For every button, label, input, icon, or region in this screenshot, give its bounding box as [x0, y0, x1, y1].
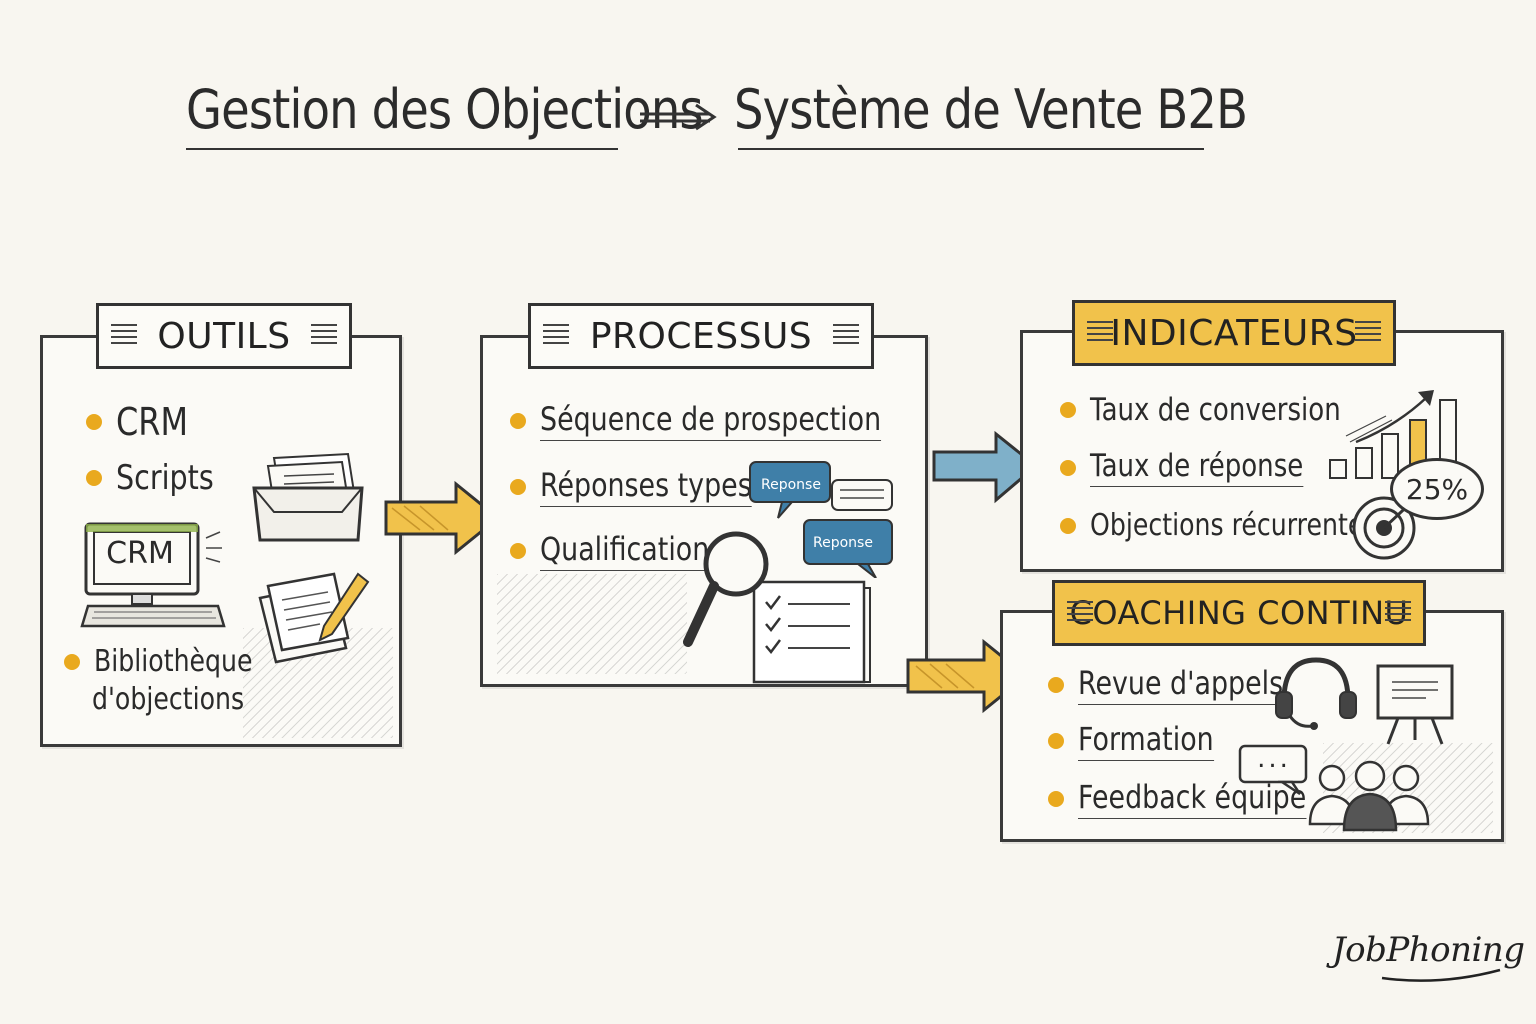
title-arrow-icon [640, 103, 717, 131]
list-item-revue-appels: Revue d'appels [1048, 664, 1322, 705]
bullet-dot [86, 414, 102, 430]
bullet-dot [510, 412, 526, 429]
list-item-objections: d'objections [92, 682, 245, 717]
list-item-taux-conversion: Taux de conversion [1060, 392, 1388, 428]
brand-swoosh-icon [1381, 968, 1501, 982]
list-item-objections-recurrentes: Objections récurrentes [1060, 508, 1431, 543]
bullet-dot [1048, 790, 1064, 807]
bubble-2-text: Reponse [813, 535, 873, 551]
target-icon [1352, 496, 1418, 560]
title-left: Gestion des Objections [186, 78, 704, 141]
list-item-formation: Formation [1048, 720, 1240, 761]
list-item-feedback: Feedback équipe [1048, 778, 1350, 819]
checklist-magnifier-icon [683, 531, 871, 684]
presentation-board-icon [1376, 664, 1454, 745]
folder-box-icon [252, 452, 364, 542]
bullet-dot [64, 653, 80, 670]
banner-lines-icon [1067, 601, 1093, 621]
title-right: Système de Vente B2B [734, 78, 1248, 141]
bullet-dot [510, 542, 526, 559]
banner-lines-icon [111, 324, 137, 344]
document-pencil-icon [258, 572, 370, 664]
hatch-shading [497, 574, 687, 674]
banner-coaching: COACHING CONTINU [1052, 580, 1426, 646]
bullet-dot [510, 478, 526, 495]
computer-icon [80, 522, 226, 628]
bullet-dot [1060, 459, 1076, 476]
bubble-1-text: Reponse [761, 477, 821, 493]
title-right-underline [738, 148, 1204, 150]
percent-badge-label: 25% [1405, 472, 1469, 506]
banner-lines-icon [311, 324, 337, 344]
banner-lines-icon [1355, 321, 1381, 341]
banner-lines-icon [1385, 601, 1411, 621]
list-item-bibliotheque: Bibliothèque [64, 644, 283, 679]
speech-bubbles-icon: Reponse Reponse [749, 461, 893, 578]
banner-processus: PROCESSUS [528, 303, 874, 369]
percent-badge: 25% [1390, 458, 1484, 520]
team-icon [1308, 760, 1430, 832]
heading-coaching: COACHING CONTINU [1069, 594, 1409, 632]
list-item-crm: CRM [86, 400, 202, 444]
banner-lines-icon [833, 324, 859, 344]
chat-bubble-icon [1238, 744, 1308, 796]
heading-indicateurs: INDICATEURS [1110, 312, 1358, 354]
flow-arrow-icon [932, 430, 1039, 504]
banner-outils: OUTILS [96, 303, 352, 369]
list-item-sequence: Séquence de prospection [510, 400, 946, 441]
bullet-dot [86, 470, 102, 486]
brand-logo: JobPhoning [1332, 930, 1525, 970]
banner-indicateurs: INDICATEURS [1072, 300, 1396, 366]
list-item-qualification: Qualification [510, 530, 742, 571]
list-item-reponses: Réponses types [510, 466, 792, 507]
bullet-dot [1048, 732, 1064, 749]
list-item-scripts: Scripts [86, 458, 232, 498]
crm-screen-label: CRM [106, 536, 174, 571]
bullet-dot [1048, 676, 1064, 693]
heading-processus: PROCESSUS [589, 315, 813, 357]
list-item-taux-reponse: Taux de réponse [1060, 448, 1344, 487]
bullet-dot [1060, 402, 1076, 418]
bullet-dot [1060, 517, 1076, 534]
banner-lines-icon [1087, 321, 1113, 341]
flow-arrow-icon [384, 480, 501, 556]
chat-dots: ... [1257, 744, 1291, 774]
heading-outils: OUTILS [157, 315, 291, 357]
title-left-underline [186, 148, 618, 150]
banner-lines-icon [543, 324, 569, 344]
headset-icon [1275, 657, 1357, 730]
diagram-title: Gestion des Objections Système de Vente … [186, 72, 1248, 162]
